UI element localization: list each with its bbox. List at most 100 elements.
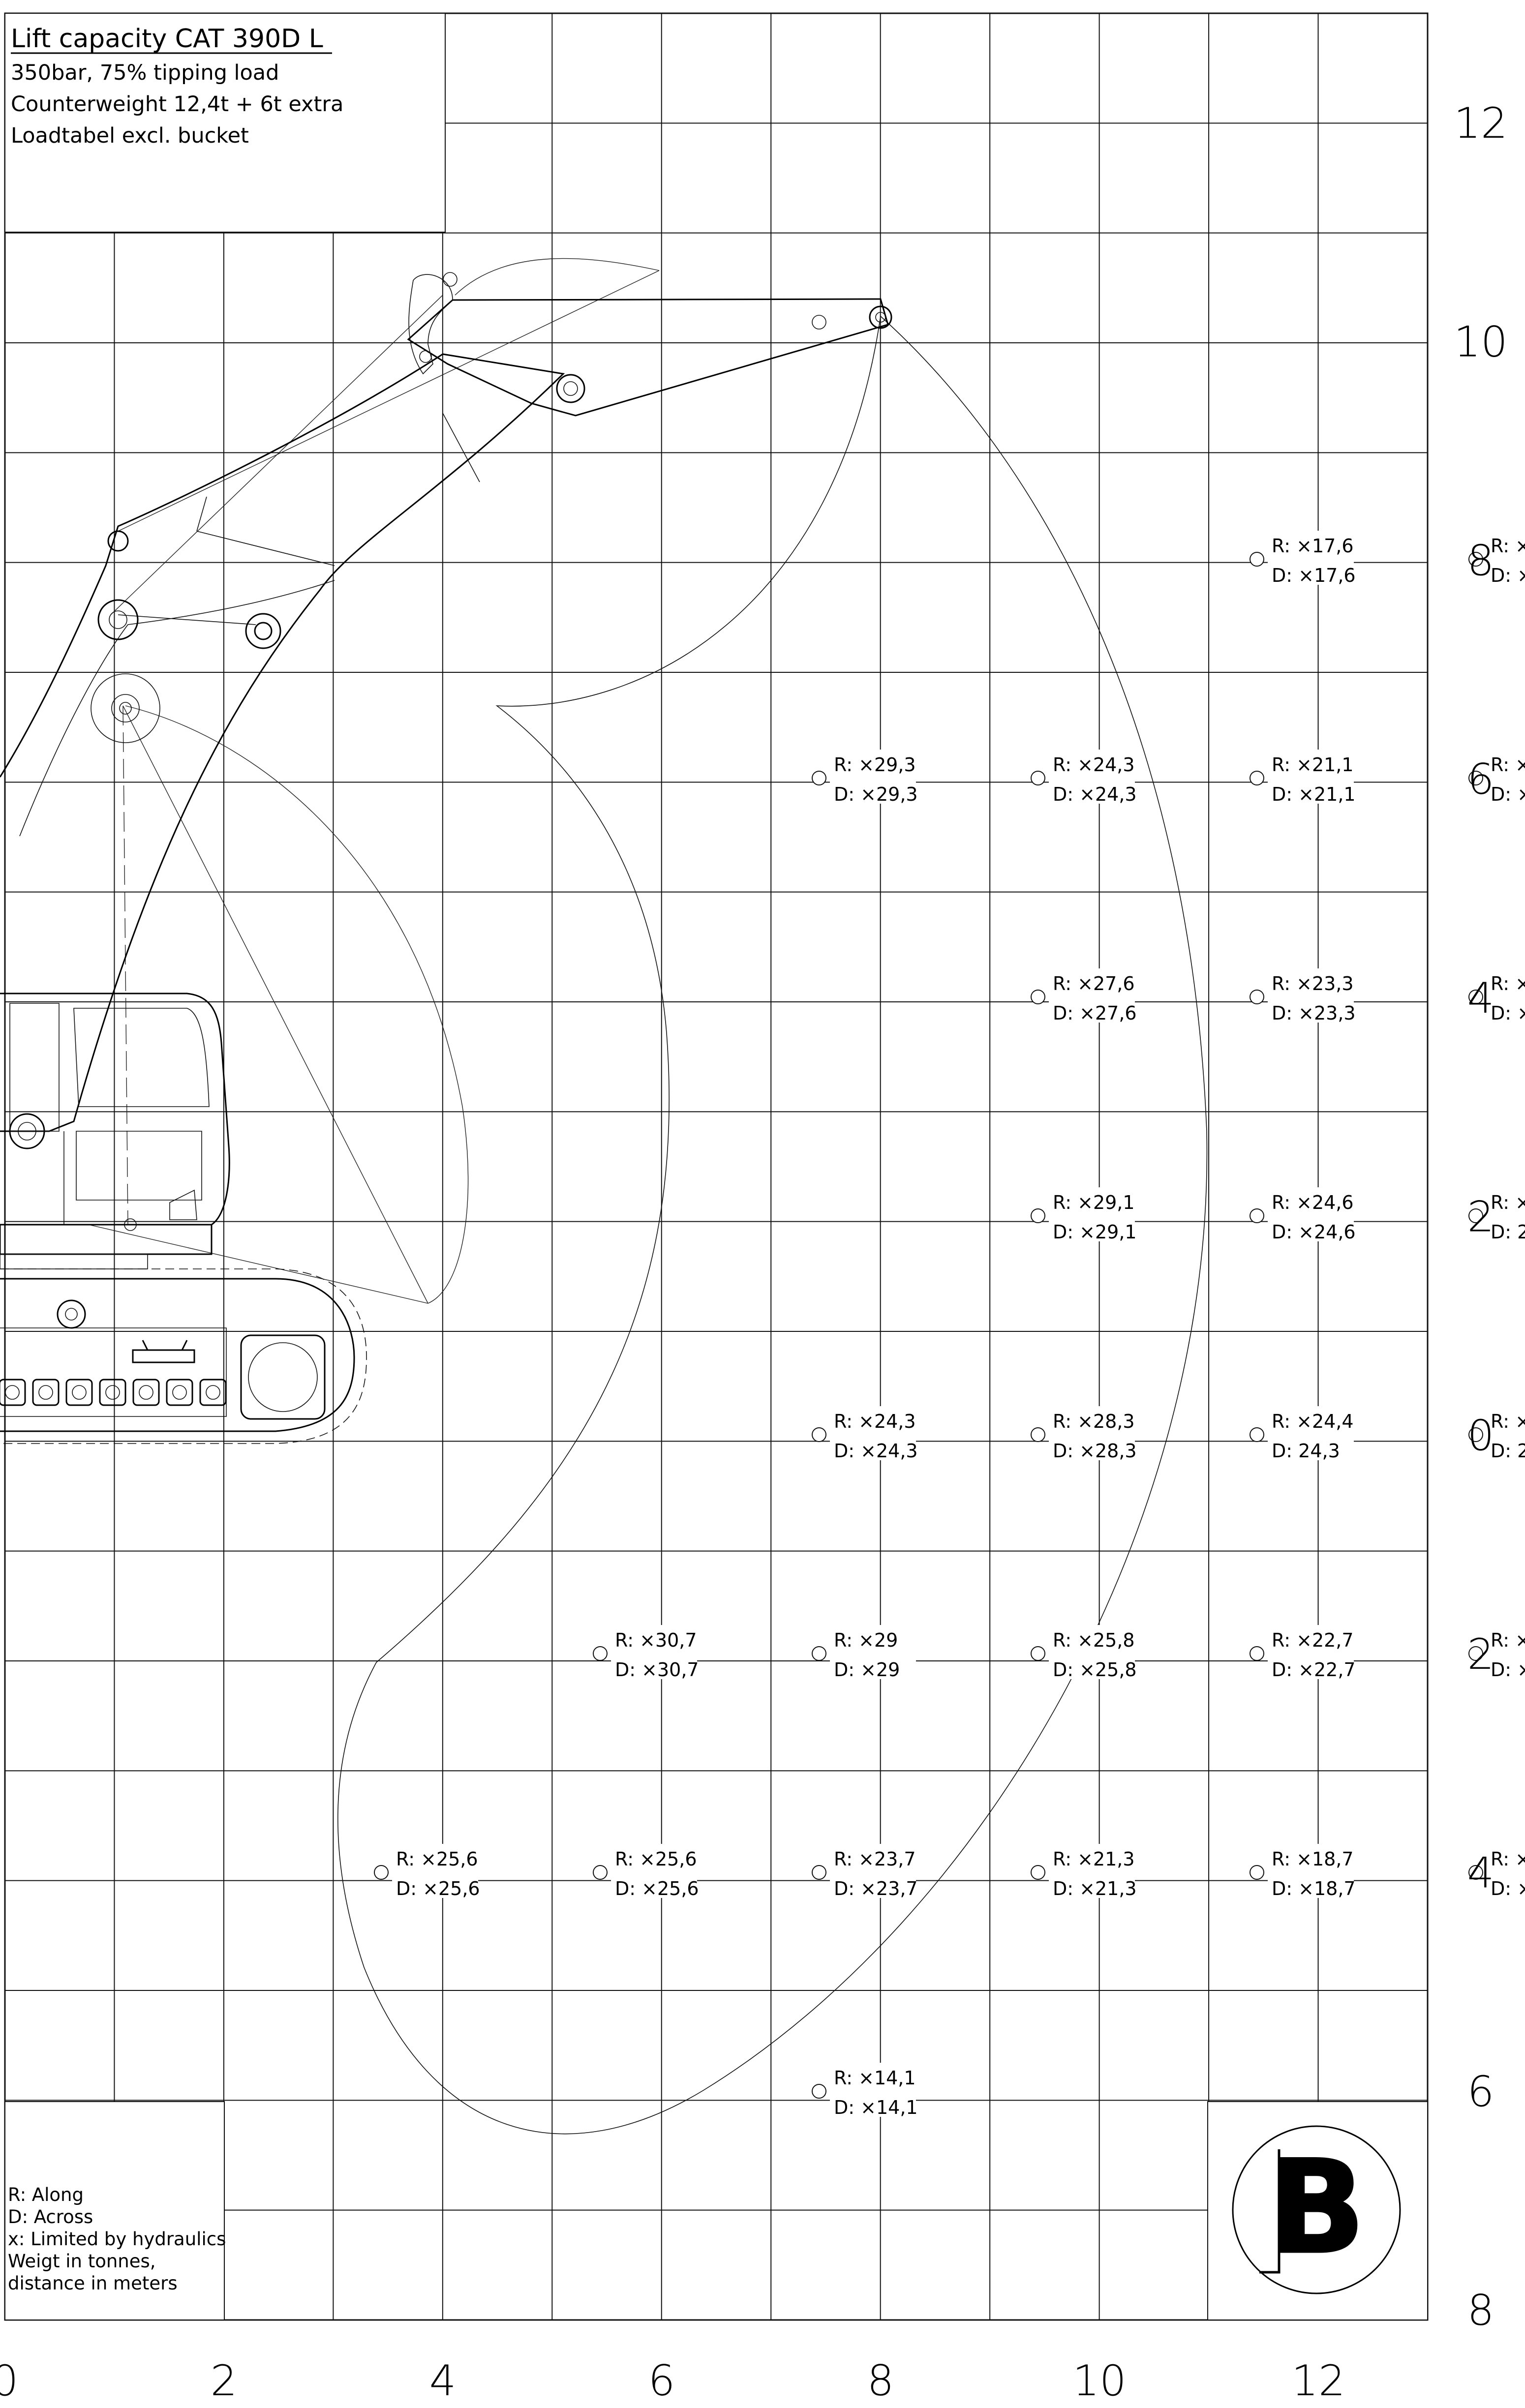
load-point-backdrop	[1268, 1844, 1354, 1898]
track-roller-icon	[0, 1379, 26, 1406]
load-point-marker-icon	[1250, 1865, 1264, 1880]
load-point-across: D: ×15,8	[1491, 1878, 1525, 1899]
load-point-marker-icon	[1250, 552, 1264, 567]
load-point-marker-icon	[1031, 1646, 1045, 1661]
load-point-backdrop	[1268, 1187, 1354, 1241]
logo-circle	[1232, 2125, 1401, 2294]
load-point: R: ×14,1 D: ×14,1	[812, 2063, 918, 2118]
load-point-along: R: ×23,3	[1272, 973, 1354, 994]
legend-block: R: Along D: Across x: Limited by hydraul…	[4, 2101, 226, 2320]
track-roller-icon	[99, 1379, 126, 1406]
load-point-backdrop	[830, 750, 916, 804]
load-point-backdrop	[830, 1406, 916, 1460]
load-point-marker-icon	[1250, 1208, 1264, 1223]
load-point-across: D: ×28,3	[1053, 1440, 1137, 1462]
load-point-across: D: ×18,8	[1491, 783, 1525, 805]
legend-hydraulics: x: Limited by hydraulics	[8, 2228, 226, 2250]
load-point-along: R: ×28,3	[1053, 1411, 1135, 1432]
load-point-across: D: ×20,3	[1491, 1002, 1525, 1024]
boom	[0, 353, 565, 1132]
load-point: R: ×25,8D: ×25,8	[1031, 1625, 1137, 1681]
load-point-along: R: ×24,6	[1272, 1192, 1354, 1213]
drive-hub-icon	[132, 1340, 195, 1363]
title-line-3: Loadtabel excl. bucket	[11, 123, 249, 148]
logo-mark-icon	[1259, 2149, 1281, 2274]
track-roller-hub-icon	[72, 1385, 87, 1400]
load-point-marker-icon	[1468, 1865, 1483, 1880]
load-point-backdrop	[1268, 968, 1354, 1023]
x-axis-tick-label: 8	[867, 2356, 894, 2406]
load-point-across: D: ×25,6	[396, 1878, 480, 1899]
load-point-across: D: ×21,1	[1272, 783, 1356, 805]
load-point: R: ×25,6D: ×25,6	[374, 1844, 480, 1899]
load-point: R: ×18,7D: ×18,7	[1250, 1844, 1356, 1899]
load-point-marker-icon	[1031, 1208, 1045, 1223]
load-point-backdrop	[1487, 968, 1525, 1023]
y-axis-tick-label: 2	[1467, 1193, 1494, 1242]
load-point-across: D: ×29,3	[834, 783, 918, 805]
load-point: R: ×19,8D: ×19,8	[1468, 1625, 1525, 1681]
load-point-marker-icon	[812, 1646, 826, 1661]
carrier-roller-icon	[57, 1299, 86, 1329]
load-point-backdrop	[1487, 1625, 1525, 1679]
load-point: R: ×23,3D: ×23,3	[1250, 968, 1356, 1024]
load-point-across: D: ×21,3	[1053, 1878, 1137, 1899]
load-point-marker-icon	[1031, 1865, 1045, 1880]
load-point-across: D: ×16,6	[1491, 565, 1525, 586]
load-point-across: D: ×24,3	[834, 1440, 918, 1462]
load-point-along: R: ×21,3	[1491, 1411, 1525, 1432]
load-point-marker-icon	[593, 1865, 608, 1880]
track-roller-icon	[65, 1379, 93, 1406]
x-axis-tick-label: 10	[1072, 2356, 1126, 2406]
load-point-along: R: ×24,3	[1053, 754, 1135, 776]
arm-swing-arc	[455, 258, 660, 296]
load-point-marker-icon	[1250, 1427, 1264, 1442]
load-point: R: ×20,3D: ×20,3	[1468, 968, 1525, 1024]
load-point-backdrop	[1049, 1187, 1135, 1241]
load-point-across: D: ×14,1	[834, 2097, 918, 2118]
load-point: R: ×21,3D: 20,3	[1468, 1406, 1525, 1462]
load-point-backdrop	[1268, 750, 1354, 804]
title-line-2: Counterweight 12,4t + 6t extra	[11, 92, 343, 117]
load-point-across: D: ×17,6	[1272, 565, 1356, 586]
title-heading: Lift capacity CAT 390D L	[11, 24, 323, 54]
load-point-along: R: ×29	[834, 1629, 898, 1651]
load-point-along: R: ×14,1	[834, 2067, 916, 2089]
load-point: R: ×30,7D: ×30,7	[593, 1625, 699, 1681]
title-block: Lift capacity CAT 390D L 350bar, 75% tip…	[4, 13, 446, 233]
load-point: R: ×29,1D: ×29,1	[1031, 1187, 1137, 1243]
cab	[0, 993, 230, 1226]
load-point-along: R: ×29,3	[834, 754, 916, 776]
load-point-along: R: ×18,8	[1491, 754, 1525, 776]
load-point-across: D: ×23,7	[834, 1878, 918, 1899]
load-point-backdrop	[1487, 1187, 1525, 1241]
load-point-marker-icon	[1031, 1427, 1045, 1442]
load-point-backdrop	[830, 2063, 916, 2117]
load-point-along: R: ×25,6	[615, 1848, 697, 1870]
y-axis-tick-label: 10	[1454, 318, 1507, 367]
load-point: R: ×21,1D: ×21,1	[1250, 750, 1356, 805]
load-point-along: R: ×29,1	[1053, 1192, 1135, 1213]
load-point-backdrop	[1049, 968, 1135, 1023]
reach-envelope	[337, 315, 1208, 2135]
load-point-marker-icon	[812, 1865, 826, 1880]
load-point-backdrop	[1487, 531, 1525, 585]
track-roller-hub-icon	[206, 1385, 220, 1400]
load-point: R: ×24,6D: ×24,6	[1250, 1187, 1356, 1243]
legend-along: R: Along	[8, 2184, 84, 2205]
load-point-backdrop	[611, 1844, 697, 1898]
track-roller-hub-icon	[38, 1385, 53, 1400]
y-axis-tick-label: 4	[1467, 974, 1494, 1023]
load-point-backdrop	[830, 1625, 916, 1679]
y-axis-tick-label: 2	[1467, 1630, 1494, 1679]
track-roller-icon	[199, 1379, 227, 1406]
load-point-across: D: 24,3	[1272, 1440, 1340, 1462]
logo-letter: B	[1268, 2134, 1365, 2282]
x-axis-tick-label: 12	[1291, 2356, 1345, 2406]
load-point-along: R: ×19,8	[1491, 1629, 1525, 1651]
load-point-marker-icon	[1031, 990, 1045, 1004]
load-point-marker-icon	[1031, 771, 1045, 785]
track-roller-hub-icon	[105, 1385, 120, 1400]
